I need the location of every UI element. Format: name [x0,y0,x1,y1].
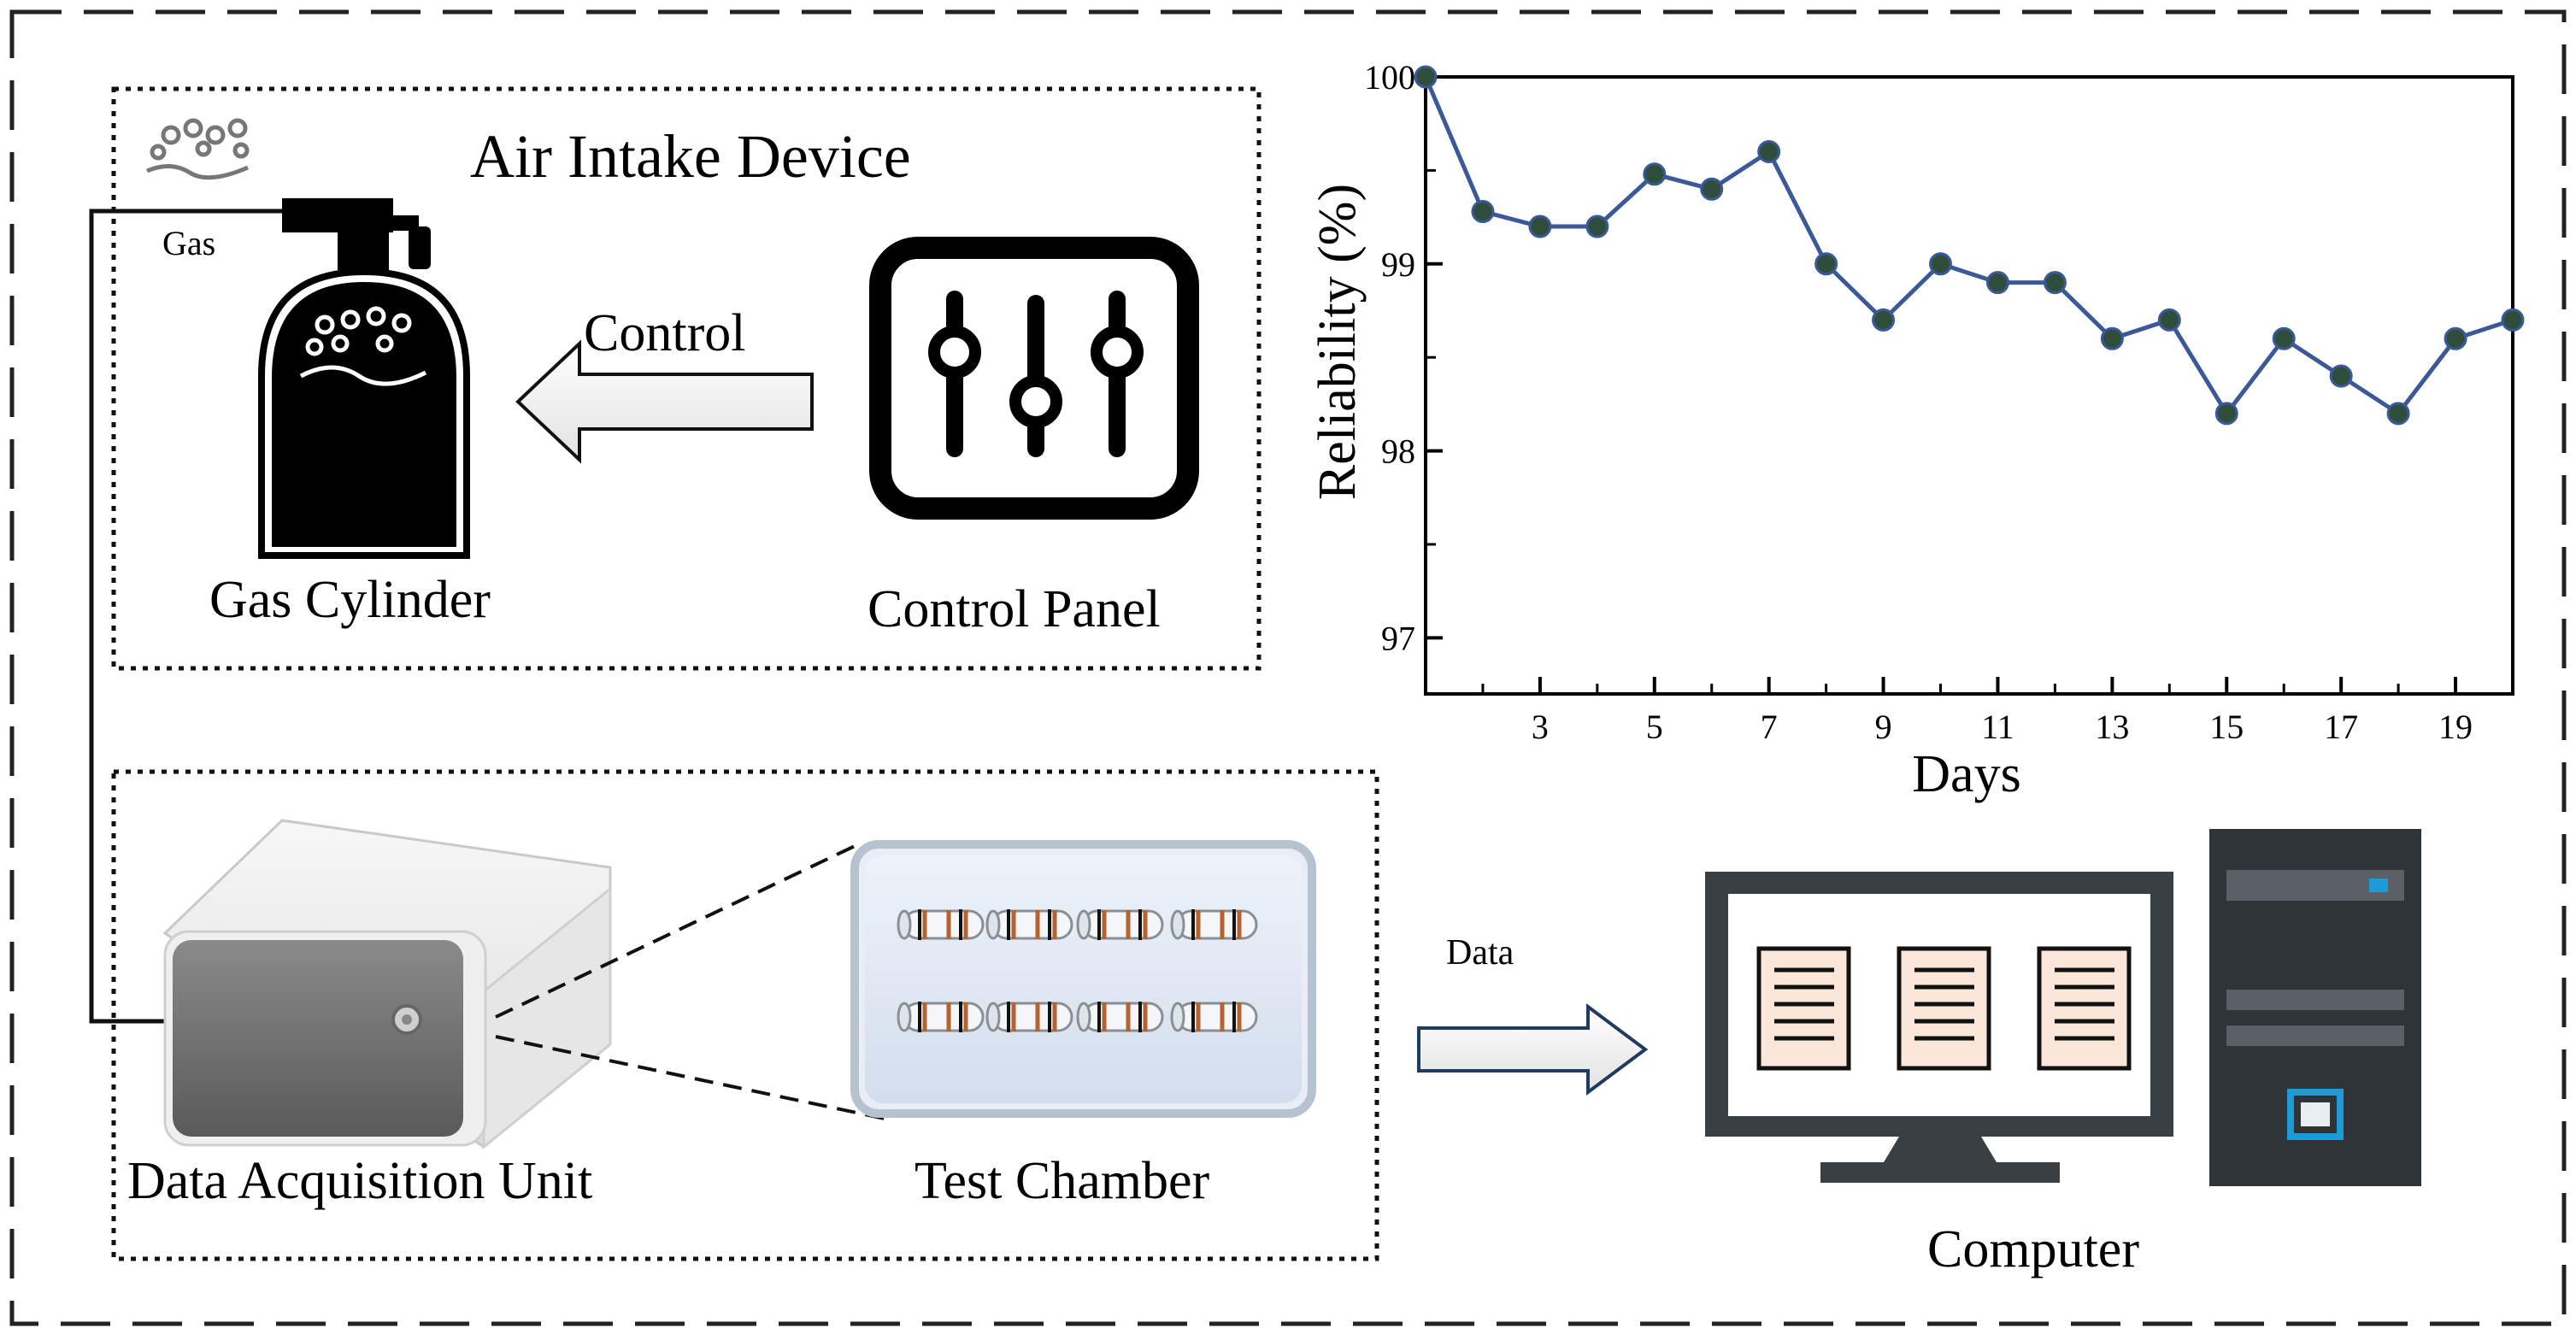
data-point [2501,308,2525,332]
y-axis-label: Reliability (%) [1309,184,1367,500]
sample-tube [1076,1002,1164,1032]
x-axis-label: Days [1912,745,2020,803]
data-point [1814,252,1838,276]
y-tick-label: 97 [1381,619,1415,657]
x-tick-label: 5 [1646,708,1663,746]
sample-tube [897,909,985,940]
test-chamber-icon [850,840,1316,1118]
x-tick-label: 15 [2209,708,2244,746]
data-point [2444,326,2467,350]
air-intake-box [111,86,1262,671]
reliability-chart: 97 98 99 100 3 5 7 9 11 13 15 17 19 Days Reliabilit… [1309,58,2525,803]
data-point [2157,308,2181,332]
sample-tube [1170,1002,1258,1032]
data-point [1585,215,1609,238]
computer-icon [1705,829,2421,1186]
computer-label: Computer [1927,1220,2139,1278]
gas-label: Gas [162,224,215,262]
data-acquisition-unit-icon [162,819,612,1150]
y-tick-label: 100 [1364,58,1415,97]
x-tick-label: 13 [2095,708,2129,746]
projection-line-bottom [495,1035,890,1121]
y-axis-ticks: 97 98 99 100 [1364,58,1443,657]
data-label: Data [1446,933,1514,973]
gas-cylinder-icon [258,198,470,559]
test-chamber-label: Test Chamber [915,1152,1210,1210]
projection-line-top [495,844,856,1019]
y-tick-label: 98 [1381,432,1415,471]
data-arrow [1417,1003,1649,1096]
control-panel-icon [869,237,1199,520]
x-tick-label: 17 [2324,708,2358,746]
y-tick-label: 99 [1381,245,1415,284]
data-point [1757,140,1781,164]
sample-tube [1076,909,1164,940]
x-tick-label: 11 [1981,708,2014,746]
air-intake-title: Air Intake Device [470,122,911,191]
x-tick-label: 9 [1875,708,1892,746]
data-point [2043,271,2067,295]
data-point [1414,65,1438,89]
acquisition-box [111,769,1379,1261]
data-point [1700,177,1724,201]
data-point [1985,271,2009,295]
gas-molecules-icon [146,118,250,180]
data-point [1471,200,1495,224]
control-panel-label: Control Panel [867,580,1161,638]
plot-frame [1424,75,2514,696]
outer-frame [9,9,2567,1326]
x-tick-label: 19 [2438,708,2473,746]
sample-tubes [897,909,1258,1032]
data-point [1643,162,1667,186]
document-icons [1756,946,2132,1071]
control-label: Control [584,304,745,362]
data-point [2329,364,2353,388]
x-axis-ticks: 3 5 7 9 11 13 15 17 19 [1424,677,2514,746]
gas-cylinder-label: Gas Cylinder [209,571,491,629]
data-point [1528,215,1552,238]
data-point [2386,402,2410,426]
acquisition-unit-label: Data Acquisition Unit [127,1152,592,1210]
x-tick-label: 3 [1532,708,1549,746]
sample-tube [985,909,1073,940]
data-point [1872,308,1896,332]
data-point [2214,402,2238,426]
sample-tube [985,1002,1073,1032]
series-markers [1414,65,2525,426]
sample-tube [1170,909,1258,940]
data-point [2100,326,2124,350]
data-point [1929,252,1953,276]
data-point [2272,326,2296,350]
y-minor-ticks [1426,168,1436,546]
sample-tube [897,1002,985,1032]
control-arrow [515,339,814,464]
x-tick-label: 7 [1761,708,1778,746]
